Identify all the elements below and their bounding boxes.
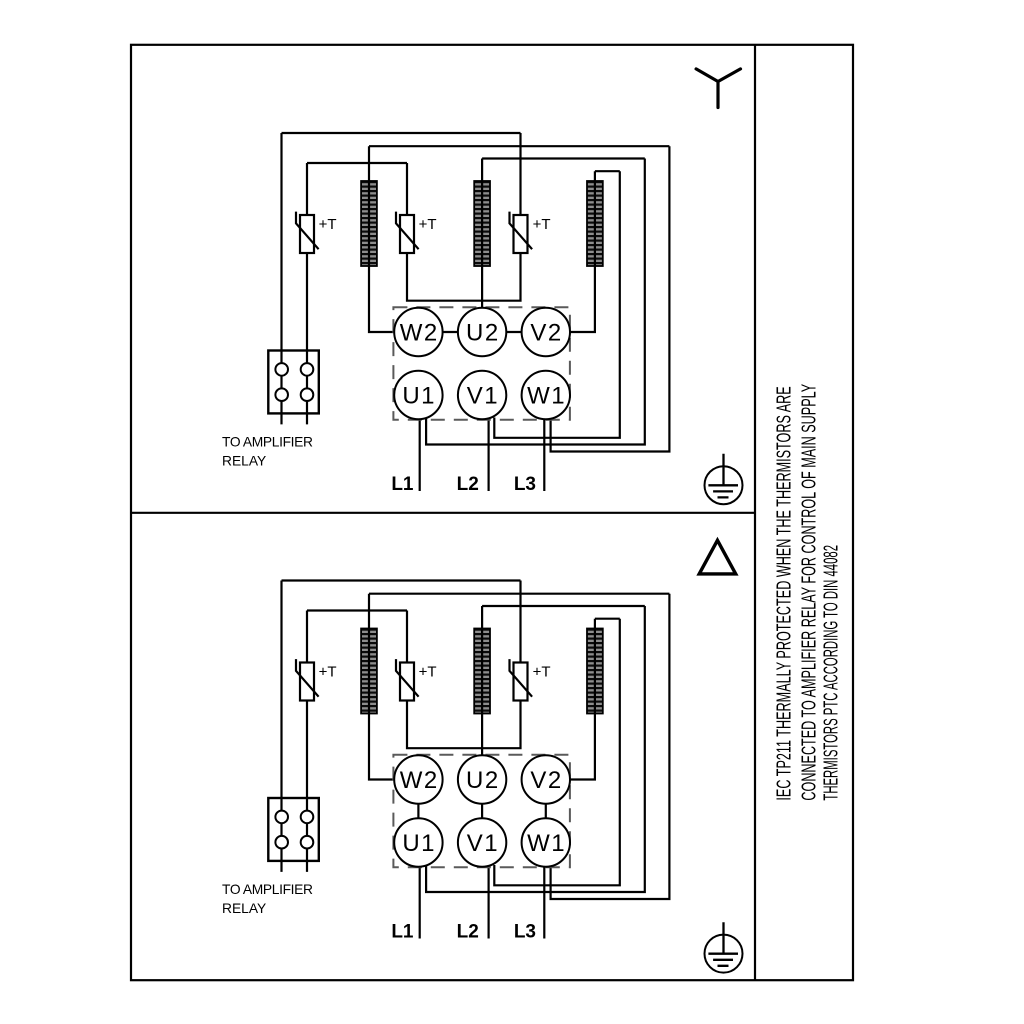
svg-text:CONNECTED TO AMPLIFIER RELAY F: CONNECTED TO AMPLIFIER RELAY FOR CONTROL… <box>798 384 820 801</box>
svg-text:THERMISTORS PTC ACCORDING TO D: THERMISTORS PTC ACCORDING TO DIN 44082 <box>821 545 843 801</box>
svg-text:IEC TP211 THERMALLY PROTECTED: IEC TP211 THERMALLY PROTECTED WHEN THE T… <box>773 386 795 800</box>
